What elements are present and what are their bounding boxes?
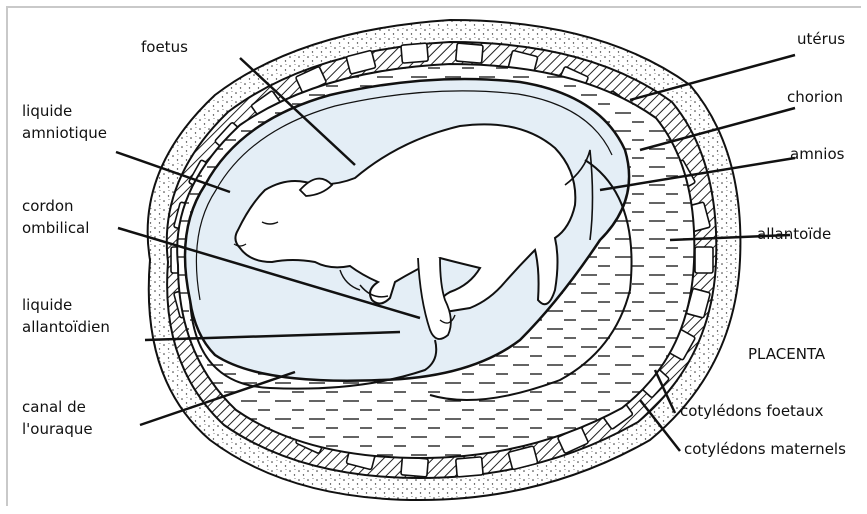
label-amnios: amnios <box>790 145 844 164</box>
cotyledon-block <box>401 457 428 477</box>
label-allantoide: allantoïde <box>757 225 831 244</box>
label-uterus: utérus <box>797 30 845 49</box>
label-chorion: chorion <box>787 88 843 107</box>
label-canal-2: l'ouraque <box>22 420 93 439</box>
label-foetus: foetus <box>141 38 188 57</box>
cotyledon-block <box>695 247 713 273</box>
cotyledon-block <box>401 43 428 63</box>
label-cordon-1: cordon <box>22 197 74 216</box>
cotyledon-block <box>456 457 483 477</box>
label-liquide-allantoidien-1: liquide <box>22 296 72 315</box>
label-cotyledons-maternels: cotylédons maternels <box>684 440 846 459</box>
label-liquide-amniotique-1: liquide <box>22 102 72 121</box>
label-cotyledons-foetaux: cotylédons foetaux <box>680 402 824 421</box>
label-placenta: PLACENTA <box>748 345 825 364</box>
label-canal-1: canal de <box>22 398 86 417</box>
label-liquide-amniotique-2: amniotique <box>22 124 107 143</box>
cotyledon-block <box>456 43 483 63</box>
label-cordon-2: ombilical <box>22 219 89 238</box>
label-liquide-allantoidien-2: allantoïdien <box>22 318 110 337</box>
